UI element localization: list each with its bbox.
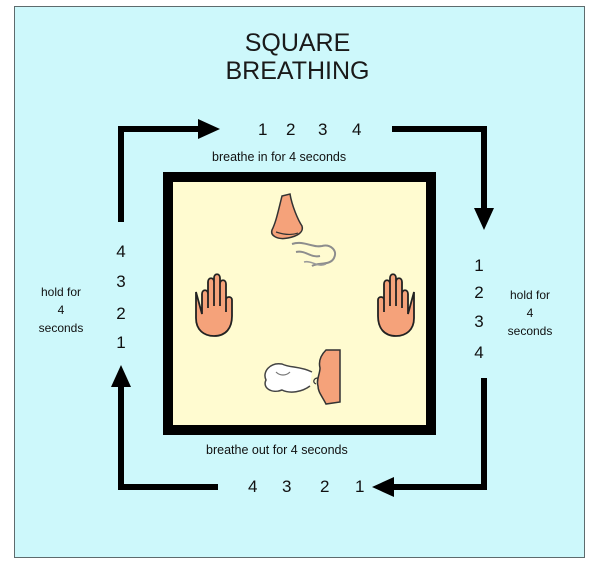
top-count-2: 2	[286, 120, 295, 140]
left-count-4: 4	[111, 242, 131, 262]
top-count-4: 4	[352, 120, 361, 140]
right-count-1: 1	[469, 256, 489, 276]
bottom-count-1: 1	[355, 477, 364, 497]
left-count-3: 3	[111, 272, 131, 292]
bottom-count-4: 4	[248, 477, 257, 497]
right-label: hold for 4 seconds	[485, 286, 575, 340]
left-count-2: 2	[111, 304, 131, 324]
bottom-count-2: 2	[320, 477, 329, 497]
right-count-4: 4	[469, 343, 489, 363]
right-label-line-1: hold for	[485, 286, 575, 304]
left-label-line-3: seconds	[16, 319, 106, 337]
left-count-1: 1	[111, 333, 131, 353]
top-label: breathe in for 4 seconds	[212, 150, 346, 164]
top-count-1: 1	[258, 120, 267, 140]
right-label-line-3: seconds	[485, 322, 575, 340]
left-label-line-1: hold for	[16, 283, 106, 301]
top-count-3: 3	[318, 120, 327, 140]
bottom-label: breathe out for 4 seconds	[206, 443, 348, 457]
right-label-line-2: 4	[485, 304, 575, 322]
left-label: hold for 4 seconds	[16, 283, 106, 337]
bottom-count-3: 3	[282, 477, 291, 497]
left-label-line-2: 4	[16, 301, 106, 319]
